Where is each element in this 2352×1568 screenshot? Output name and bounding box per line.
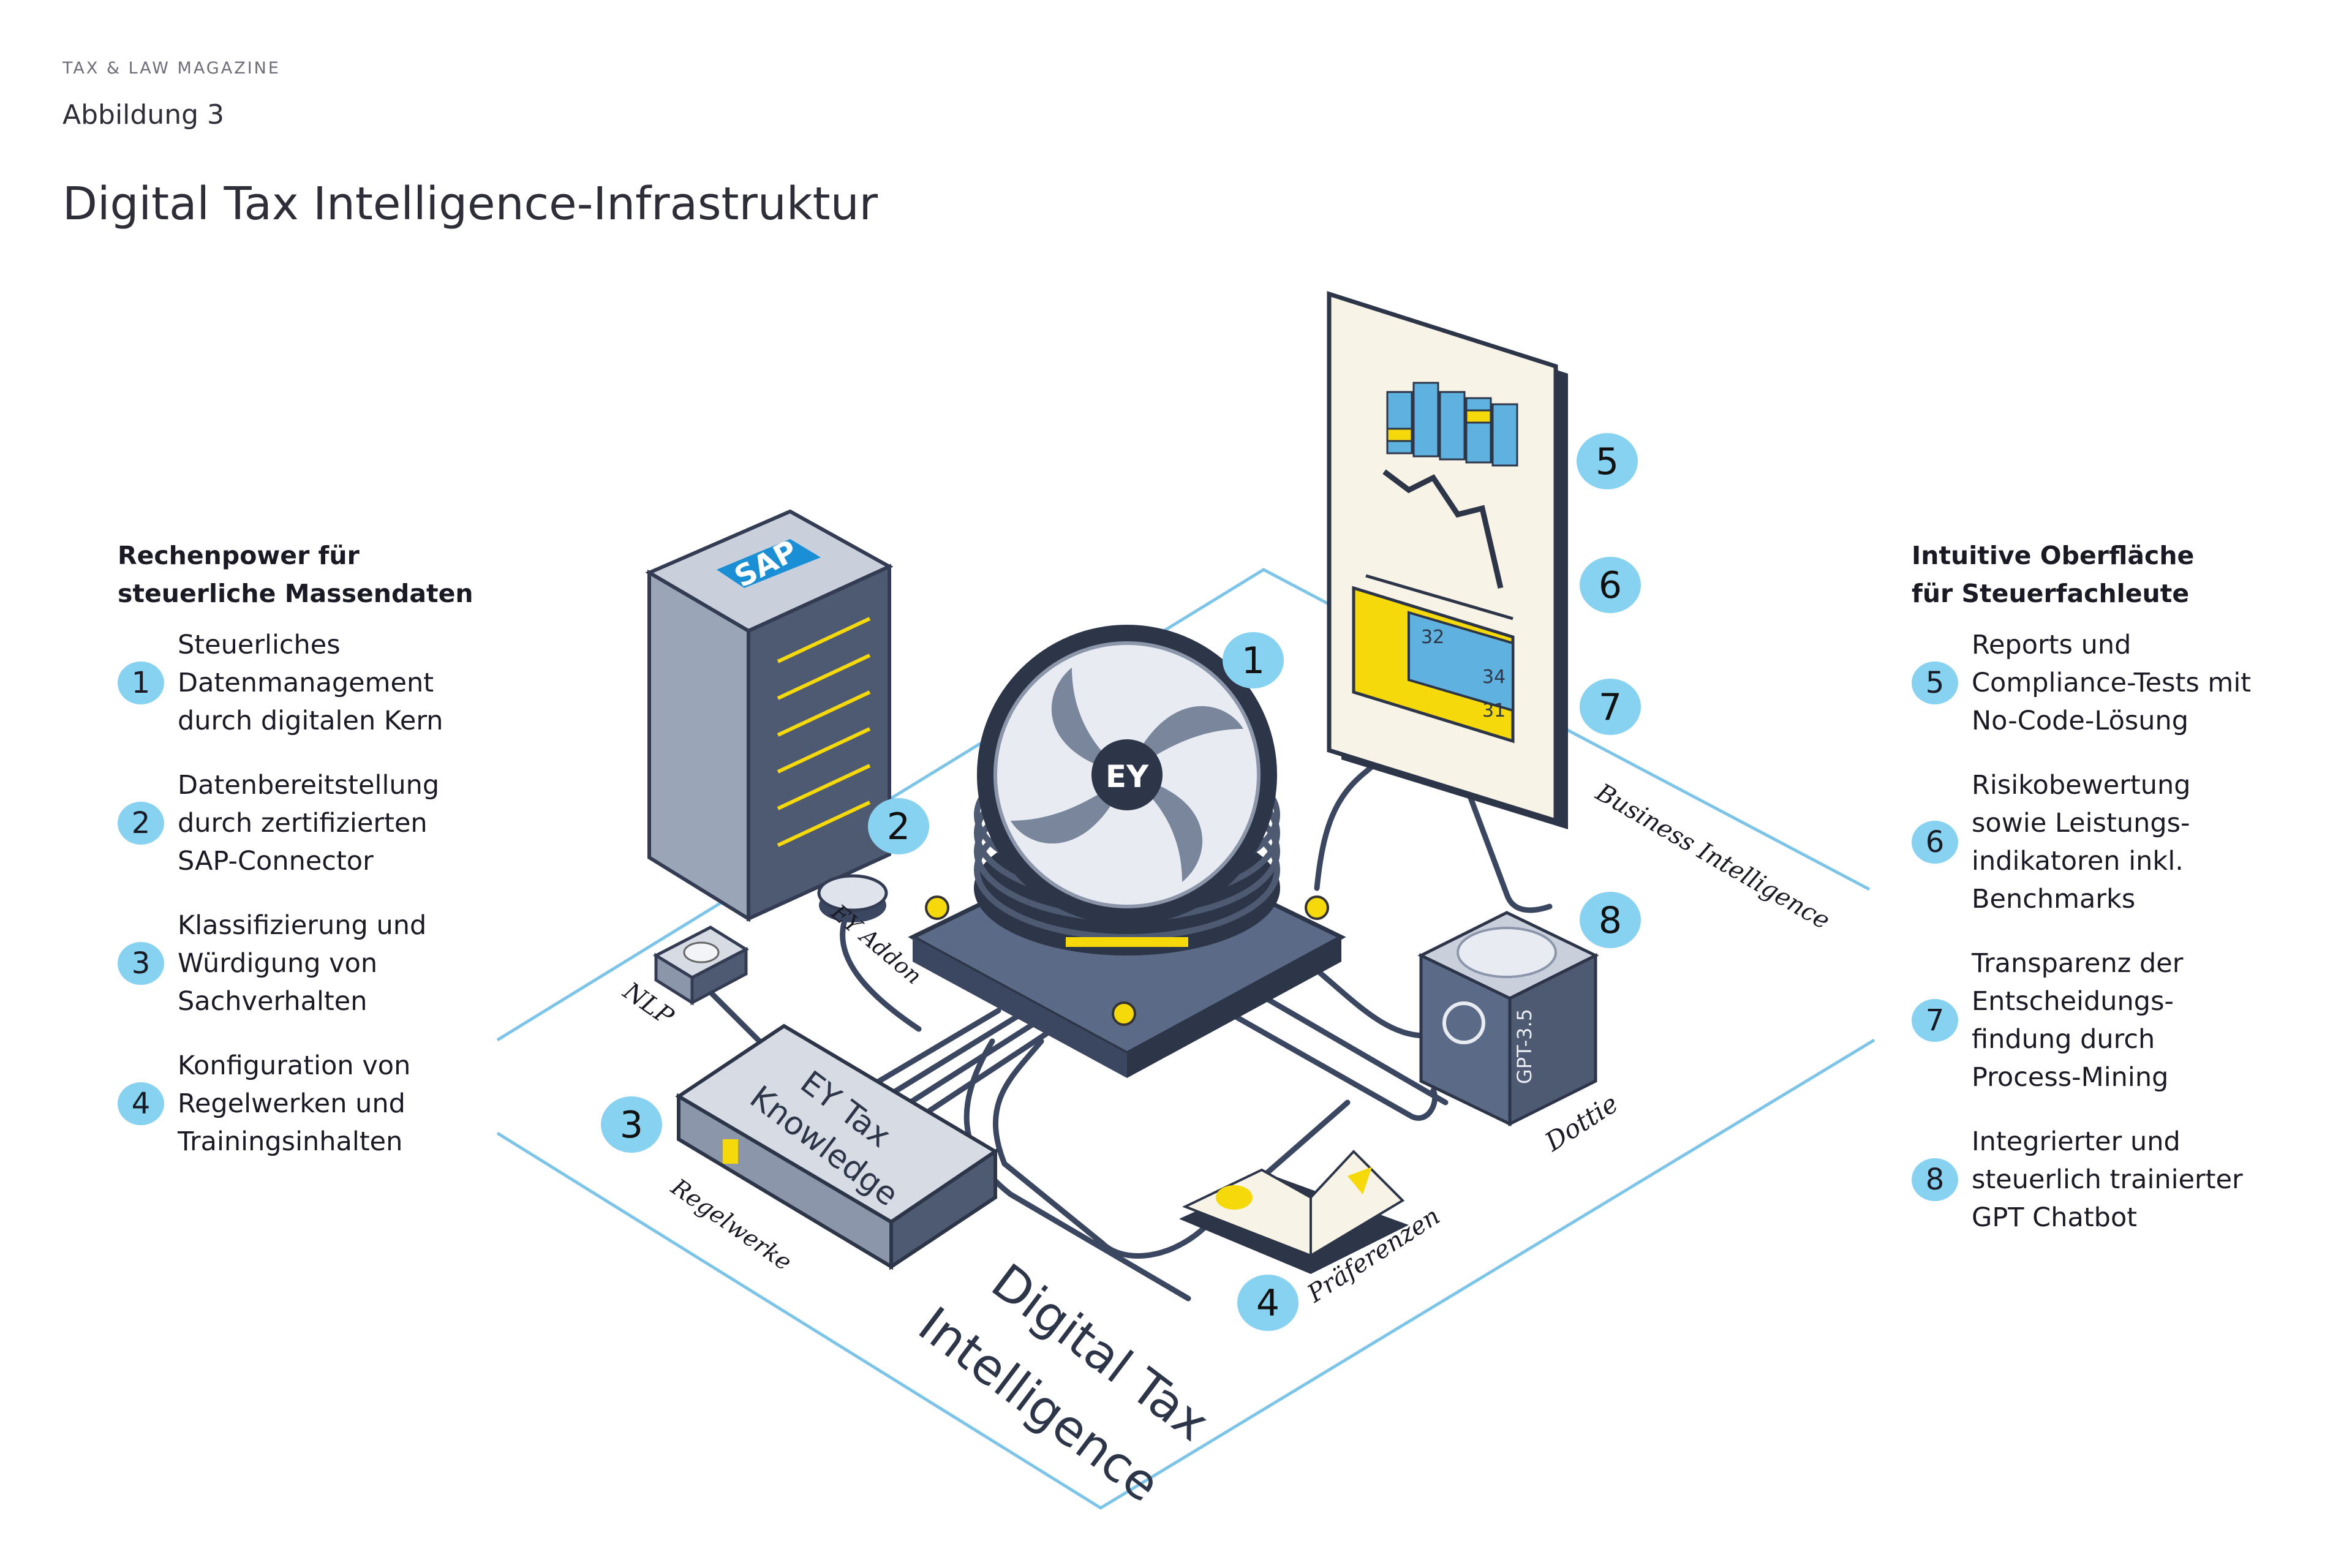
left-legend: Rechenpower für steuerliche Massendaten 1… bbox=[118, 537, 497, 1187]
number-badge: 2 bbox=[118, 802, 164, 845]
item-text: Sachverhalten bbox=[178, 986, 368, 1017]
heading-line: Rechenpower für bbox=[118, 541, 360, 570]
ey-fan-logo: EY bbox=[1106, 759, 1149, 794]
number-badge: 4 bbox=[118, 1082, 164, 1125]
item-text: durch digitalen Kern bbox=[178, 706, 443, 736]
left-legend-heading: Rechenpower für steuerliche Massendaten bbox=[118, 537, 497, 612]
item-text: findung durch bbox=[1972, 1024, 2155, 1055]
item-text: Regelwerken und bbox=[178, 1088, 405, 1119]
diagram-badge-8: 8 bbox=[1580, 892, 1641, 948]
svg-text:1: 1 bbox=[1242, 639, 1265, 682]
diagram-badge-3: 3 bbox=[601, 1096, 662, 1153]
diagram-badge-4: 4 bbox=[1237, 1275, 1298, 1331]
item-text: Benchmarks bbox=[1972, 884, 2136, 914]
gpt-label: GPT-3.5 bbox=[1513, 1009, 1536, 1084]
item-text: Compliance-Tests mit bbox=[1972, 668, 2252, 698]
item-text: Datenmanagement bbox=[178, 668, 434, 698]
number-badge: 7 bbox=[1912, 999, 1958, 1042]
number-badge: 6 bbox=[1912, 821, 1958, 864]
item-text: No-Code-Lösung bbox=[1972, 706, 2189, 736]
preferences-book bbox=[1179, 1150, 1409, 1274]
gpt-cube: GPT-3.5 bbox=[1417, 911, 1599, 1127]
screen-value-2: 34 bbox=[1482, 666, 1506, 688]
number-badge: 3 bbox=[118, 942, 164, 985]
diagram-badges: 1 2 3 4 5 6 7 8 bbox=[601, 433, 1641, 1331]
number-badge: 8 bbox=[1912, 1158, 1958, 1201]
svg-text:4: 4 bbox=[1256, 1282, 1280, 1325]
item-text: Process-Mining bbox=[1972, 1062, 2169, 1093]
item-text: Transparenz der bbox=[1972, 948, 2184, 979]
page-title: Digital Tax Intelligence-Infrastruktur bbox=[62, 178, 878, 230]
number-badge: 5 bbox=[1912, 662, 1958, 704]
bar-chart-graphic bbox=[1386, 382, 1518, 467]
item-text: Entscheidungs- bbox=[1972, 986, 2174, 1017]
item-text: Steuerliches bbox=[178, 630, 341, 660]
svg-text:2: 2 bbox=[887, 805, 910, 848]
item-text: GPT Chatbot bbox=[1972, 1202, 2138, 1233]
line-chart-graphic bbox=[1382, 469, 1504, 589]
diagram-badge-6: 6 bbox=[1580, 557, 1641, 613]
nlp-device bbox=[652, 925, 750, 1006]
svg-text:3: 3 bbox=[620, 1104, 643, 1147]
diagram-badge-1: 1 bbox=[1223, 632, 1284, 688]
item-text: Klassifizierung und bbox=[178, 910, 427, 941]
svg-text:5: 5 bbox=[1596, 440, 1619, 483]
diagram-badge-7: 7 bbox=[1580, 679, 1641, 735]
sap-logo bbox=[717, 539, 821, 588]
number-badge: 1 bbox=[118, 662, 164, 704]
item-text: SAP-Connector bbox=[178, 846, 374, 876]
figure-label: Abbildung 3 bbox=[62, 99, 225, 130]
magazine-kicker: TAX & LAW MAGAZINE bbox=[62, 59, 281, 78]
svg-text:6: 6 bbox=[1599, 564, 1622, 607]
heading-line: steuerliche Massendaten bbox=[118, 579, 473, 608]
sap-server: SAP bbox=[645, 509, 894, 922]
bi-monitor: 32 34 31 bbox=[1327, 291, 1568, 829]
item-text: Reports und bbox=[1972, 630, 2132, 660]
item-text: Integrierter und bbox=[1972, 1126, 2180, 1157]
legend-item-6: 6 Risikobewertung sowie Leistungs-indikato… bbox=[1912, 766, 2340, 918]
item-text: sowie Leistungs- bbox=[1972, 808, 2190, 839]
item-text: Datenbereitstellung bbox=[178, 770, 440, 801]
heading-line: für Steuerfachleute bbox=[1912, 579, 2190, 608]
legend-item-2: 2 Datenbereitstellung durch zertifizierten… bbox=[118, 766, 497, 880]
screen-value-1: 32 bbox=[1421, 627, 1444, 648]
cables bbox=[707, 732, 1553, 1302]
svg-text:7: 7 bbox=[1599, 686, 1622, 729]
item-text: durch zertifizierten bbox=[178, 808, 428, 839]
right-legend-heading: Intuitive Oberfläche für Steuerfachleute bbox=[1912, 537, 2340, 612]
openai-logo-icon bbox=[1442, 1001, 1485, 1044]
heading-line: Intuitive Oberfläche bbox=[1912, 541, 2195, 570]
item-text: indikatoren inkl. bbox=[1972, 846, 2184, 876]
diagram-badge-2: 2 bbox=[868, 798, 929, 854]
diagram-badge-5: 5 bbox=[1577, 433, 1638, 489]
item-text: Konfiguration von bbox=[178, 1050, 411, 1081]
screen-value-3: 31 bbox=[1482, 700, 1506, 722]
item-text: steuerlich trainierter bbox=[1972, 1164, 2243, 1195]
ey-addon-puck bbox=[817, 874, 888, 922]
item-text: Würdigung von bbox=[178, 948, 378, 979]
item-text: Trainingsinhalten bbox=[178, 1126, 403, 1157]
fan-core: EY bbox=[908, 625, 1346, 1078]
svg-text:8: 8 bbox=[1599, 899, 1622, 942]
item-text: Risikobewertung bbox=[1972, 770, 2191, 801]
